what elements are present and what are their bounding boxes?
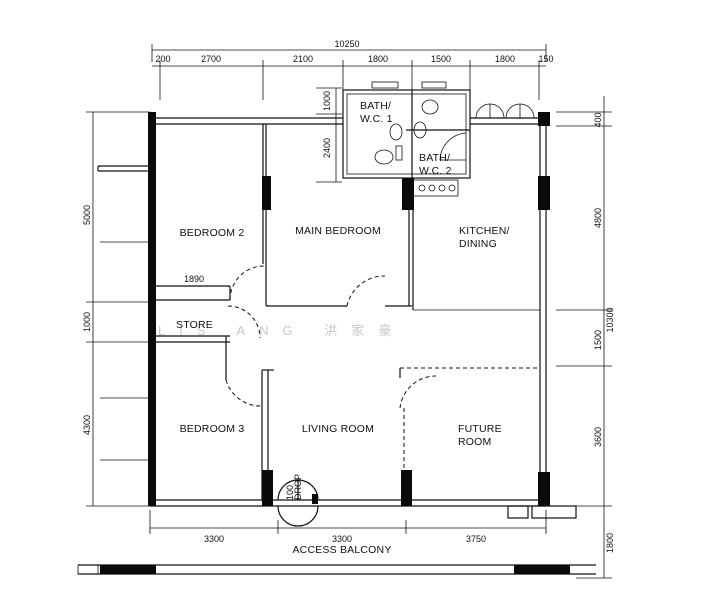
dim-bottom-2: 3300 xyxy=(332,534,352,544)
dim-left-3: 4300 xyxy=(82,415,92,435)
room-kitchen-line1: KITCHEN/ xyxy=(459,225,510,237)
dim-left-1: 5000 xyxy=(82,205,92,225)
room-labels: BEDROOM 2 MAIN BEDROOM KITCHEN/ DINING S… xyxy=(176,100,510,556)
room-main-bedroom: MAIN BEDROOM xyxy=(295,225,381,237)
room-bath2-line1: BATH/ xyxy=(419,152,450,164)
dim-wc-1: 1000 xyxy=(322,91,332,111)
room-bedroom-2: BEDROOM 2 xyxy=(180,227,245,239)
room-bath1-line2: W.C. 1 xyxy=(360,113,393,125)
dim-top-overall: 10250 xyxy=(334,39,359,49)
drop-label: DROP xyxy=(293,474,303,500)
dim-wc-2: 2400 xyxy=(322,138,332,158)
dim-top-6: 1800 xyxy=(495,54,515,64)
room-bath1-line1: BATH/ xyxy=(360,100,391,112)
dim-top-5: 1500 xyxy=(431,54,451,64)
kitchen-service-doors xyxy=(475,103,535,119)
dim-store-width: 1890 xyxy=(184,274,204,284)
dim-right-4: 3600 xyxy=(593,427,603,447)
dim-top-1: 200 xyxy=(155,54,170,64)
dim-bottom-1: 3300 xyxy=(204,534,224,544)
room-bath2-line2: W.C. 2 xyxy=(419,165,452,177)
door-swings xyxy=(225,265,437,527)
dim-right-3: 1500 xyxy=(593,330,603,350)
room-future-line2: ROOM xyxy=(458,436,491,448)
drop-value: 100 xyxy=(285,485,295,500)
dim-left-2: 1000 xyxy=(82,312,92,332)
dim-top-4: 1800 xyxy=(368,54,388,64)
dimension-lines xyxy=(86,44,612,579)
room-future-line1: FUTURE xyxy=(458,423,502,435)
watermark: LIS ANG 洪家豪 xyxy=(158,323,405,338)
dim-top-3: 2100 xyxy=(293,54,313,64)
dim-top-7: 150 xyxy=(538,54,553,64)
dim-right-1: 400 xyxy=(593,112,603,127)
dim-right-2: 4800 xyxy=(593,208,603,228)
room-store: STORE xyxy=(176,319,213,331)
room-kitchen-line2: DINING xyxy=(459,238,497,250)
wc-block xyxy=(342,81,471,197)
dim-right-overall: 10300 xyxy=(605,307,615,332)
room-living-room: LIVING ROOM xyxy=(302,423,374,435)
dim-right-balcony: 1800 xyxy=(605,533,615,553)
access-balcony-label: ACCESS BALCONY xyxy=(292,544,391,556)
dim-bottom-3: 3750 xyxy=(466,534,486,544)
walls xyxy=(148,112,577,519)
dimension-labels: 10250 200 2700 2100 1800 1500 1800 150 5… xyxy=(82,39,615,553)
dim-top-2: 2700 xyxy=(201,54,221,64)
access-balcony xyxy=(77,564,596,575)
room-bedroom-3: BEDROOM 3 xyxy=(180,423,245,435)
